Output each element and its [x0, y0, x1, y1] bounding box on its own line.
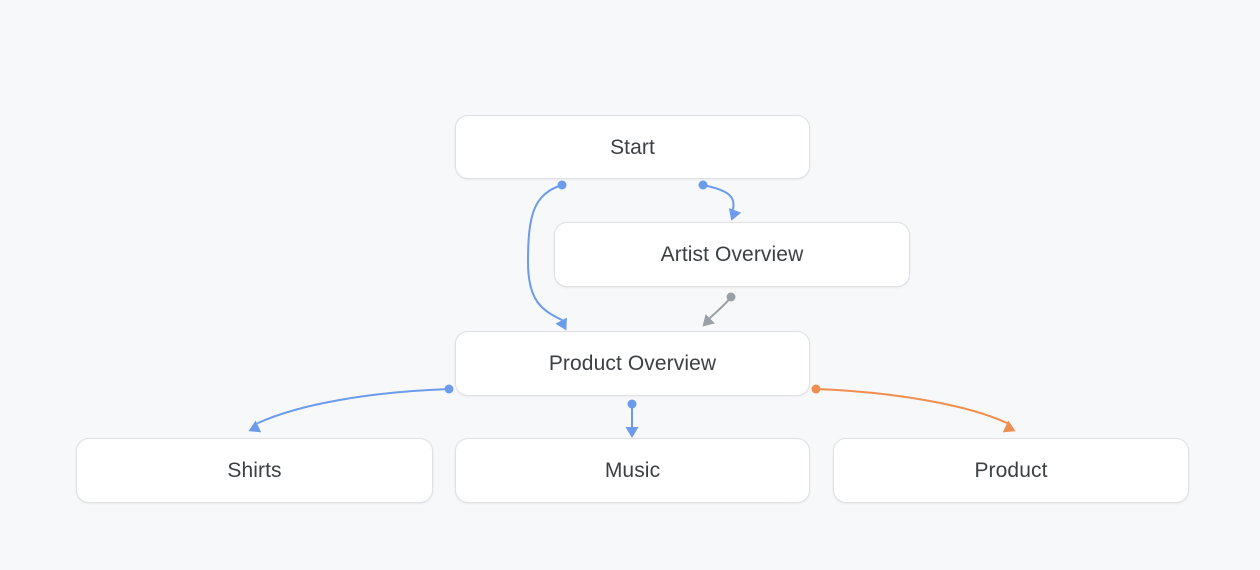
node-product-overview[interactable]: Product Overview — [455, 331, 810, 396]
node-label-shirts: Shirts — [227, 459, 282, 482]
edge-source-dot[interactable] — [557, 180, 567, 190]
edge-source-dot[interactable] — [698, 180, 708, 190]
edge-product-overview-to-product[interactable] — [811, 384, 1019, 438]
edge-path — [257, 388, 450, 424]
node-label-music: Music — [604, 459, 661, 482]
node-label-artist-overview: Artist Overview — [660, 243, 804, 266]
node-product[interactable]: Product — [833, 438, 1189, 503]
edge-source-dot[interactable] — [627, 399, 637, 409]
edge-arrowhead — [1002, 420, 1016, 433]
edge-arrowhead — [625, 427, 639, 438]
node-music[interactable]: Music — [455, 438, 810, 503]
edge-product-overview-to-music[interactable] — [625, 399, 639, 439]
edge-source-dot[interactable] — [726, 292, 736, 302]
edge-path — [702, 184, 735, 210]
edge-arrowhead — [702, 314, 715, 327]
edge-path — [709, 296, 732, 319]
edge-source-dot[interactable] — [811, 384, 821, 394]
edge-product-overview-to-shirts[interactable] — [246, 384, 454, 438]
node-label-product: Product — [974, 459, 1048, 482]
edge-artist-overview-to-product-overview[interactable] — [698, 292, 736, 332]
node-start[interactable]: Start — [455, 115, 810, 179]
edge-arrowhead — [248, 420, 262, 433]
edge-arrowhead — [728, 208, 742, 221]
edge-start-to-artist-overview[interactable] — [698, 180, 742, 223]
node-label-product-overview: Product Overview — [548, 352, 717, 375]
node-label-start: Start — [610, 135, 655, 159]
edge-source-dot[interactable] — [444, 384, 454, 394]
node-artist-overview[interactable]: Artist Overview — [554, 222, 910, 287]
edge-path — [815, 388, 1008, 424]
node-shirts[interactable]: Shirts — [76, 438, 433, 503]
